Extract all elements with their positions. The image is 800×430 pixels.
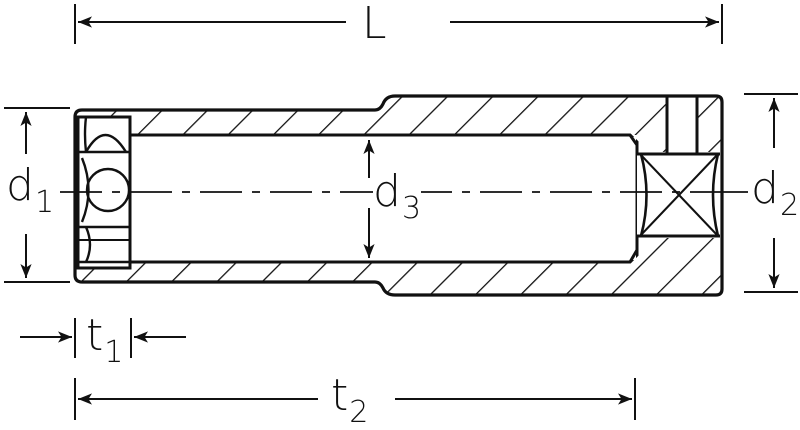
dimension-t2 xyxy=(74,378,636,420)
label-L: L xyxy=(362,2,387,46)
label-d1-main: d xyxy=(6,160,34,211)
label-t2-sub: 2 xyxy=(349,395,369,430)
label-d3-sub: 3 xyxy=(401,191,422,226)
label-d2: d2 xyxy=(751,167,800,221)
label-d2-sub: 2 xyxy=(779,188,800,223)
socket-outline xyxy=(73,94,724,297)
label-L-main: L xyxy=(362,0,387,49)
label-t2-main: t xyxy=(331,370,349,421)
dimension-t1 xyxy=(20,318,186,358)
dimension-L xyxy=(74,4,723,44)
square-drive xyxy=(637,97,720,238)
label-d3-main: d xyxy=(373,166,401,217)
label-t1-main: t xyxy=(86,310,104,361)
label-d1: d1 xyxy=(6,164,55,218)
label-d2-main: d xyxy=(751,163,779,214)
label-t1-sub: 1 xyxy=(104,335,124,370)
label-t1: t1 xyxy=(86,314,123,368)
label-d1-sub: 1 xyxy=(34,185,55,220)
label-t2: t2 xyxy=(331,374,368,428)
dimension-d1 xyxy=(4,107,70,283)
label-d3: d3 xyxy=(373,170,422,224)
